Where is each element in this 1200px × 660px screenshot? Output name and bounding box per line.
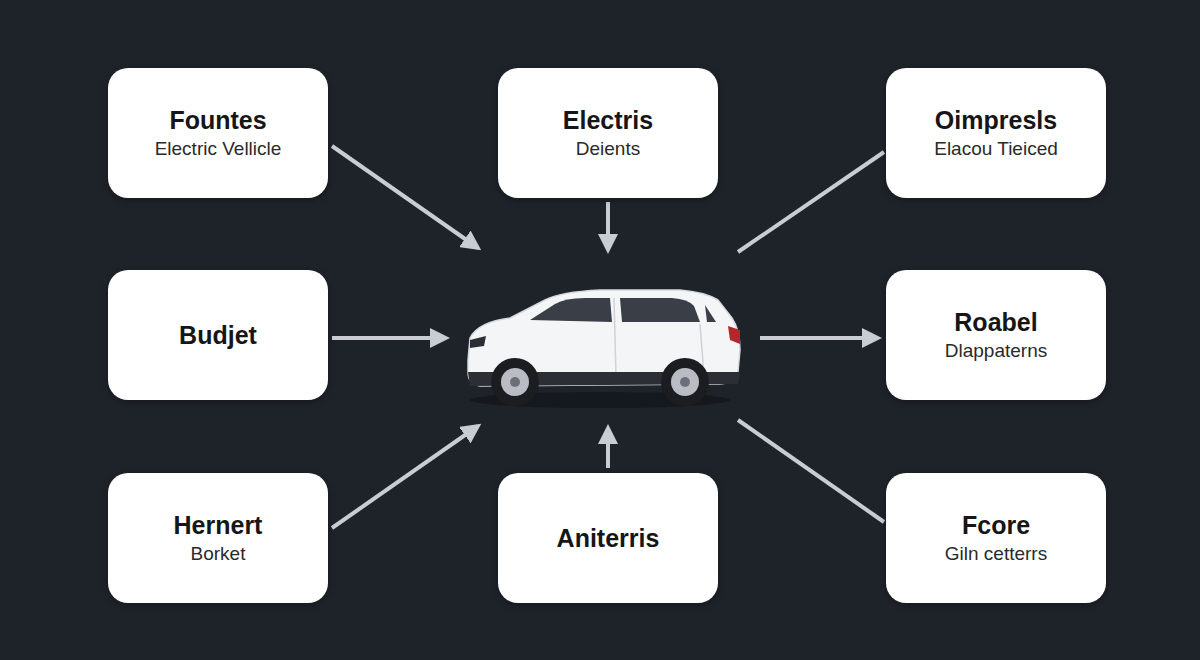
box-subtitle: Dlappaterns (945, 339, 1047, 364)
topic-box: OimpreslsElacou Tieiced (886, 68, 1106, 198)
box-subtitle: Borket (191, 542, 246, 567)
topic-box: RoabelDlappaterns (886, 270, 1106, 400)
box-subtitle: Deients (576, 137, 640, 162)
topic-box: FountesElectric Vellicle (108, 68, 328, 198)
topic-box: FcoreGiln cetterrs (886, 473, 1106, 603)
topic-box: ElectrisDeients (498, 68, 718, 198)
car (468, 290, 740, 408)
box-title: Oimpresls (935, 105, 1057, 135)
pointer-lines (332, 146, 884, 528)
topic-box: Aniterris (498, 473, 718, 603)
box-title: Fcore (962, 510, 1030, 540)
box-subtitle: Elacou Tieiced (934, 137, 1058, 162)
box-subtitle: Electric Vellicle (155, 137, 282, 162)
box-title: Roabel (954, 307, 1037, 337)
box-title: Hernert (174, 510, 263, 540)
box-title: Electris (563, 105, 653, 135)
box-title: Aniterris (557, 523, 660, 553)
topic-box: Budjet (108, 270, 328, 400)
box-subtitle: Giln cetterrs (945, 542, 1047, 567)
box-title: Fountes (169, 105, 266, 135)
topic-box: HernertBorket (108, 473, 328, 603)
box-title: Budjet (179, 320, 257, 350)
